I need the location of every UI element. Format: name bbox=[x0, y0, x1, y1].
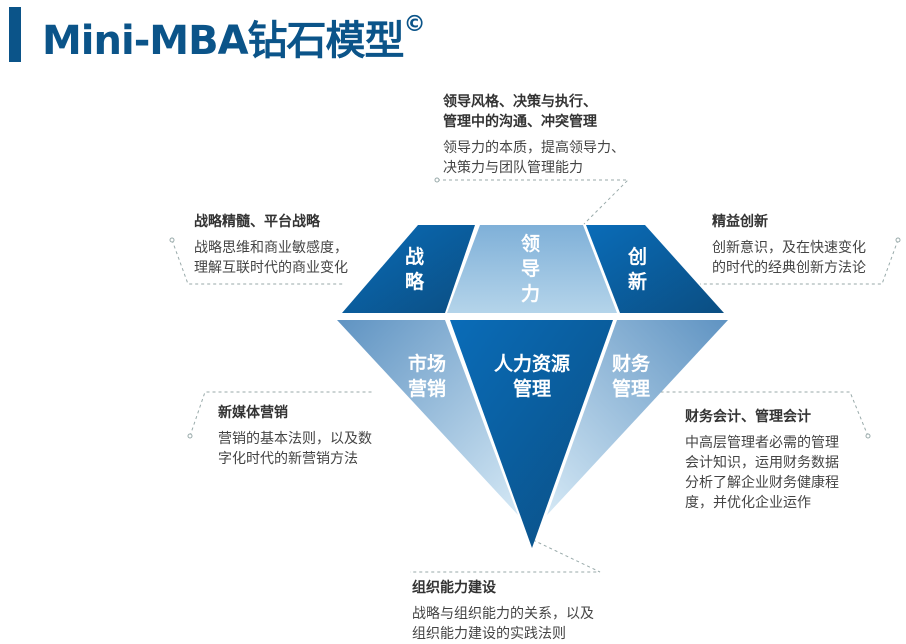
label-leadership: 领 导 力 bbox=[521, 233, 541, 305]
body: 战略与组织能力的关系，以及 组织能力建设的实践法则 bbox=[412, 606, 594, 642]
label-hr: 人力资源 管理 bbox=[493, 353, 570, 400]
body: 中高层管理者必需的管理 会计知识，运用财务数据 分析了解企业财务健康程 度，并优… bbox=[685, 435, 839, 511]
body: 创新意识，及在快速变化 的时代的经典创新方法论 bbox=[712, 240, 866, 276]
heading: 财务会计、管理会计 bbox=[685, 409, 811, 425]
label-strategy: 战 略 bbox=[405, 246, 425, 293]
block-marketing: 新媒体营销营销的基本法则，以及数 字化时代的新营销方法 bbox=[218, 403, 372, 469]
heading: 组织能力建设 bbox=[412, 580, 496, 596]
heading: 领导风格、决策与执行、 管理中的沟通、冲突管理 bbox=[443, 94, 597, 130]
facet-leadership bbox=[447, 225, 617, 313]
heading: 新媒体营销 bbox=[218, 405, 288, 421]
block-organization: 组织能力建设战略与组织能力的关系，以及 组织能力建设的实践法则 bbox=[412, 578, 594, 644]
facet-marketing bbox=[337, 320, 518, 515]
body: 营销的基本法则，以及数 字化时代的新营销方法 bbox=[218, 431, 372, 467]
label-finance: 财务 管理 bbox=[612, 353, 651, 400]
heading: 精益创新 bbox=[712, 214, 768, 230]
facet-strategy bbox=[342, 225, 475, 313]
title-text: Mini-MBA钻石模型 bbox=[42, 18, 405, 64]
facet-hr bbox=[450, 320, 613, 548]
facet-innovation bbox=[586, 225, 724, 313]
body: 领导力的本质，提高领导力、 决策力与团队管理能力 bbox=[443, 140, 625, 176]
label-innovation: 创 新 bbox=[628, 246, 648, 293]
label-marketing: 市场 营销 bbox=[408, 353, 447, 400]
block-leadership: 领导风格、决策与执行、 管理中的沟通、冲突管理领导力的本质，提高领导力、 决策力… bbox=[443, 92, 625, 178]
block-finance: 财务会计、管理会计中高层管理者必需的管理 会计知识，运用财务数据 分析了解企业财… bbox=[685, 407, 839, 513]
block-innovation: 精益创新创新意识，及在快速变化 的时代的经典创新方法论 bbox=[712, 212, 866, 278]
title-accent-bar bbox=[9, 7, 21, 62]
body: 战略思维和商业敏感度， 理解互联时代的商业变化 bbox=[194, 240, 348, 276]
heading: 战略精髓、平台战略 bbox=[194, 214, 320, 230]
page-title: Mini-MBA钻石模型© bbox=[42, 8, 426, 66]
facet-finance bbox=[547, 320, 728, 515]
copyright-mark: © bbox=[403, 12, 426, 37]
block-strategy: 战略精髓、平台战略战略思维和商业敏感度， 理解互联时代的商业变化 bbox=[194, 212, 348, 278]
connector-lines bbox=[171, 179, 899, 573]
